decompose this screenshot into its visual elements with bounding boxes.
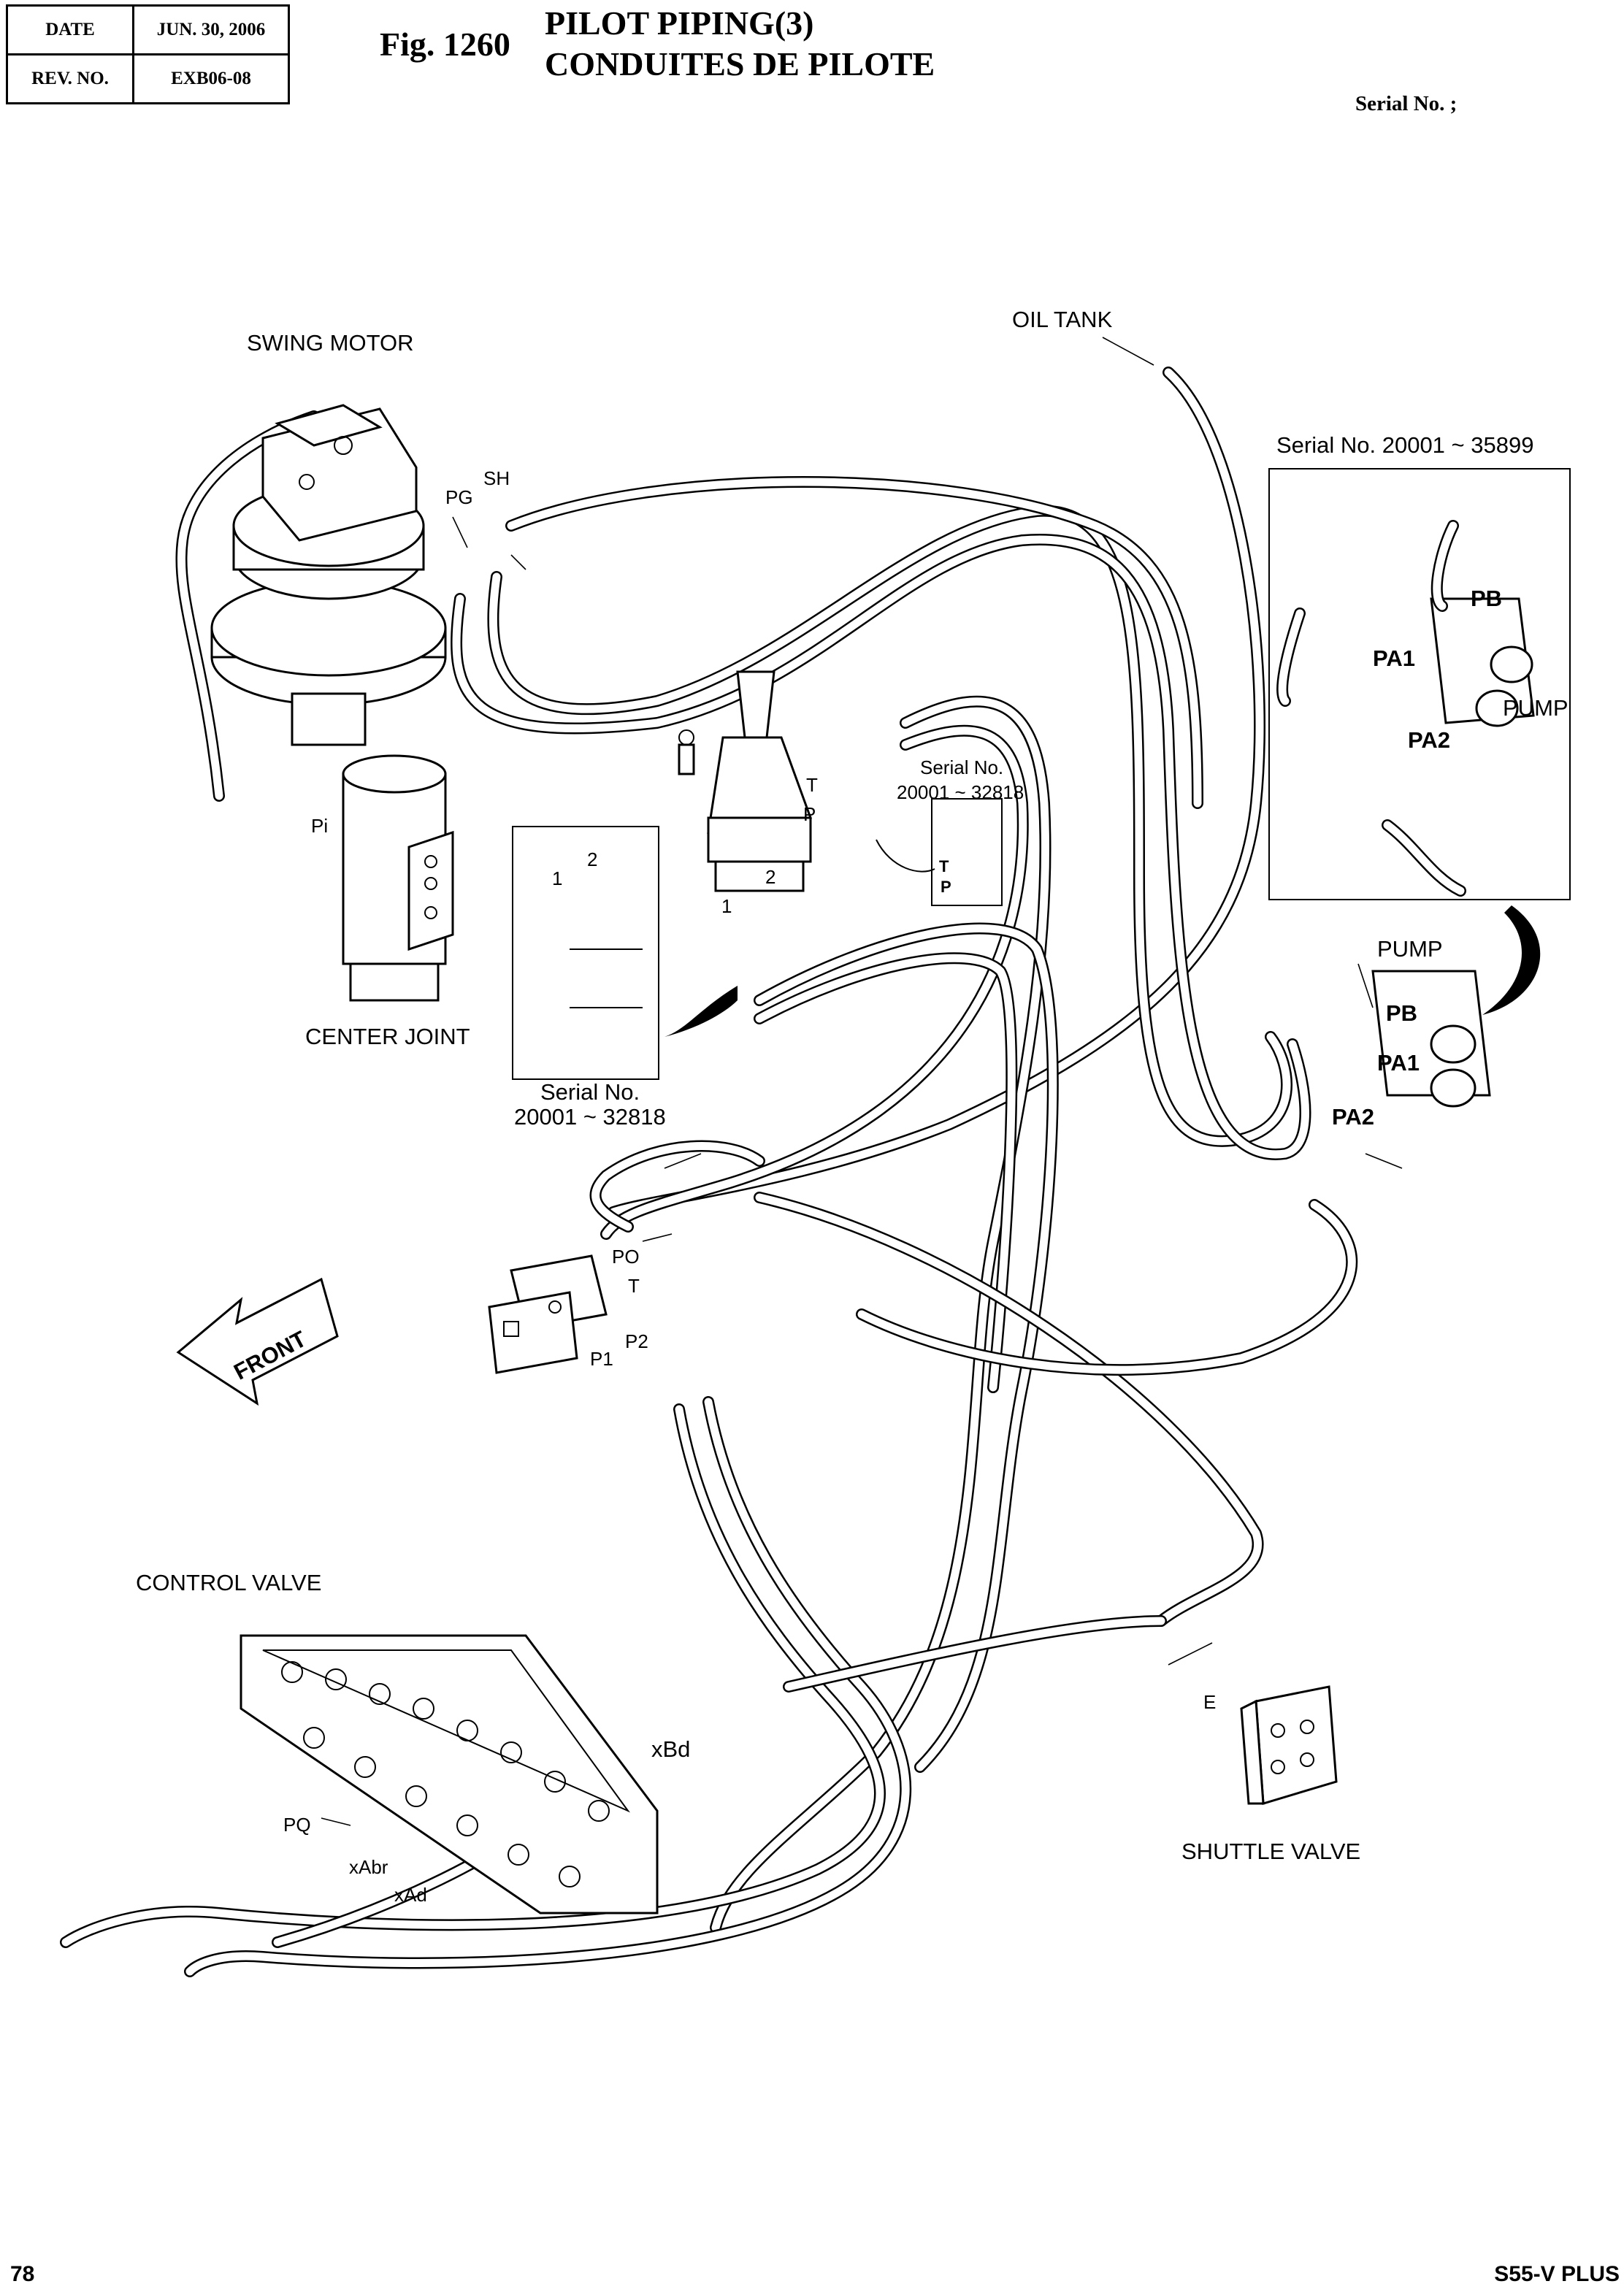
port-pb: PB [1386, 1000, 1417, 1026]
port-xad: xAd [394, 1884, 427, 1906]
date-value: JUN. 30, 2006 [132, 4, 290, 55]
port-p1: P1 [590, 1348, 613, 1370]
pump-inset-pa2: PA2 [1408, 727, 1450, 753]
pointer-arrow-fitting [664, 986, 738, 1037]
title-english: PILOT PIPING(3) [545, 4, 814, 42]
port-p: P [803, 803, 816, 825]
pump-inset-serial: Serial No. 20001 ~ 35899 [1276, 432, 1533, 458]
hose-upper-1 [505, 476, 1203, 809]
label-swing-motor: SWING MOTOR [247, 330, 413, 356]
pointer-arrow-joystick [876, 839, 935, 873]
fitting-inset-serial-1: Serial No. [540, 1079, 640, 1105]
label-oil-tank: OIL TANK [1012, 307, 1113, 332]
pump-inset-pump: PUMP [1503, 695, 1569, 721]
label-shuttle-valve: SHUTTLE VALVE [1181, 1839, 1360, 1864]
port-t: T [806, 774, 818, 796]
pump-inset-pb: PB [1471, 586, 1502, 611]
fitting-inset-serial-2: 20001 ~ 32818 [514, 1104, 666, 1130]
front-arrow: FRONT [176, 1277, 339, 1406]
port-e: E [1203, 1691, 1216, 1713]
rev-value: EXB06-08 [132, 53, 290, 104]
date-label: DATE [6, 4, 134, 55]
port-pg: PG [445, 486, 473, 508]
control-valve-drawing [240, 1634, 659, 1915]
shuttle-valve-drawing [1240, 1685, 1338, 1805]
port-pq: PQ [283, 1814, 311, 1836]
fitting-inset-1: 1 [552, 867, 562, 889]
title-french: CONDUITES DE PILOTE [545, 45, 935, 83]
pump-drawing [1371, 970, 1491, 1108]
model-name: S55-V PLUS [1494, 2262, 1620, 2286]
port-pa1: PA1 [1377, 1050, 1420, 1076]
leader-lines [321, 337, 1403, 1826]
pilot-valve-drawing [678, 670, 813, 892]
joystick-inset-p: P [941, 878, 951, 896]
port-t-block: T [628, 1275, 640, 1297]
center-joint-drawing [342, 754, 454, 1002]
port-sh: SH [483, 467, 510, 489]
joystick-inset [931, 798, 1003, 906]
figure-title: PILOT PIPING(3) CONDUITES DE PILOTE [545, 3, 935, 85]
joystick-inset-serial-2: 20001 ~ 32818 [897, 781, 1024, 803]
port-po: PO [612, 1246, 640, 1268]
port-xabr: xAbr [349, 1856, 388, 1878]
revision-table: DATE JUN. 30, 2006 REV. NO. EXB06-08 [6, 4, 290, 104]
rev-label: REV. NO. [6, 53, 134, 104]
port-pa2: PA2 [1332, 1104, 1374, 1130]
joystick-inset-t: T [939, 857, 949, 875]
label-control-valve: CONTROL VALVE [136, 1570, 321, 1595]
joystick-inset-serial-1: Serial No. [920, 756, 1003, 778]
fitting-inset-2: 2 [587, 848, 597, 870]
fitting-inset [512, 826, 659, 1080]
swing-motor-drawing [210, 404, 447, 746]
pilot-block-drawing [488, 1254, 608, 1374]
pump-inset [1268, 468, 1571, 900]
label-center-joint: CENTER JOINT [305, 1024, 470, 1049]
port-1: 1 [721, 895, 732, 917]
port-pi: Pi [311, 815, 328, 837]
port-xbd: xBd [651, 1736, 690, 1762]
label-pump: PUMP [1377, 936, 1443, 962]
pump-inset-pa1: PA1 [1373, 645, 1415, 671]
serial-number-label: Serial No. ; [1355, 92, 1458, 115]
port-2: 2 [765, 866, 775, 888]
port-p2: P2 [625, 1330, 648, 1352]
pointer-arrow-pump [1482, 905, 1541, 1015]
figure-number: Fig. 1260 [380, 26, 510, 63]
page-number: 78 [10, 2262, 35, 2286]
